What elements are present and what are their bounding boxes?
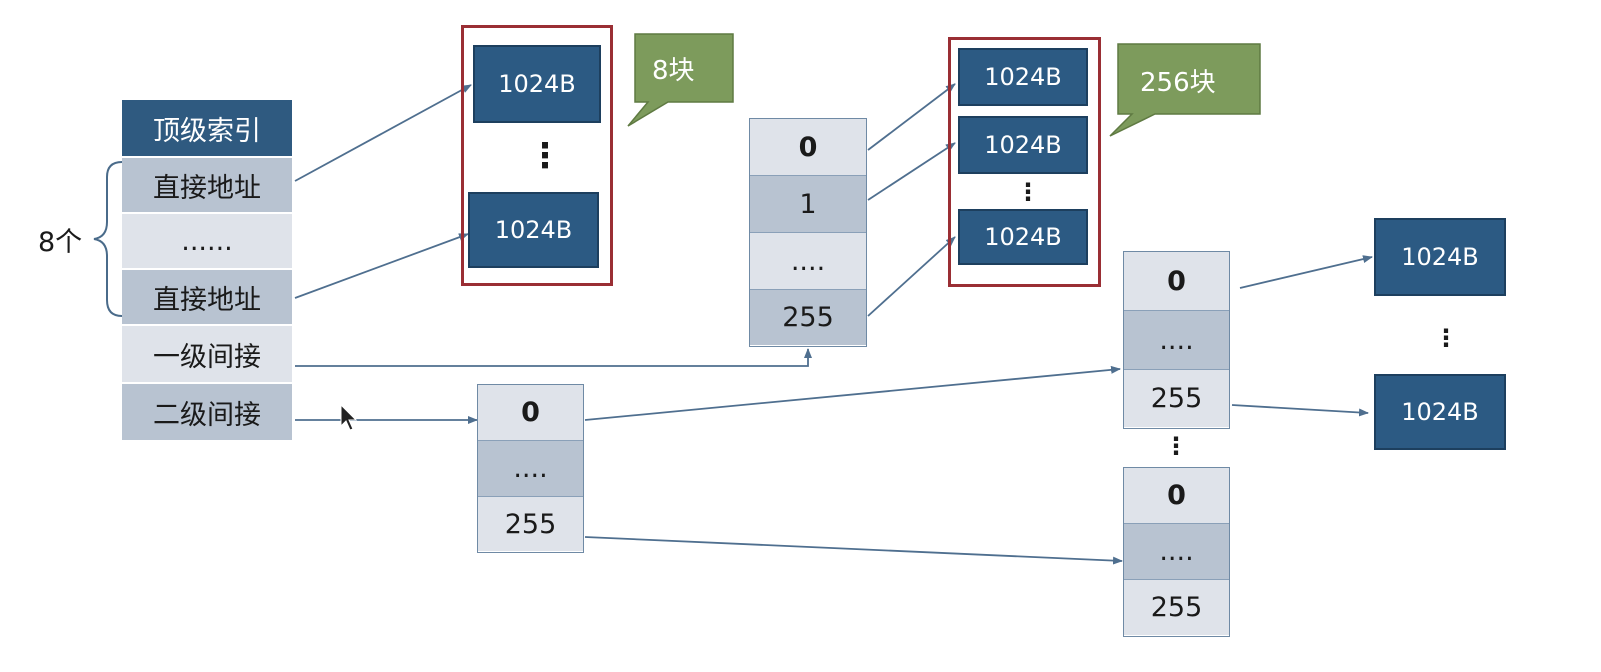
callout-8-blocks-shape xyxy=(627,33,734,127)
double-block-bottom: 1024B xyxy=(1374,374,1506,450)
arrow-direct-8 xyxy=(294,233,469,299)
single-block-1: 1024B xyxy=(958,116,1088,174)
double-index-row-ellipsis: .... xyxy=(478,441,583,497)
arrow-second-0 xyxy=(1239,255,1373,289)
arrow-single-1 xyxy=(867,142,956,201)
inode-title: 顶级索引 xyxy=(122,100,292,156)
double-blocks-ellipsis: ⋮ xyxy=(1434,324,1458,352)
single-block-0: 1024B xyxy=(958,48,1088,106)
double-second-ellipsis: ⋮ xyxy=(1164,432,1188,460)
double-second-top-row-ellipsis: .... xyxy=(1124,311,1229,370)
arrow-double-0 xyxy=(584,365,1121,421)
inode-row-ellipsis: ...... xyxy=(122,214,292,268)
inode-row-direct-first: 直接地址 xyxy=(122,158,292,212)
single-index-row-1: 1 xyxy=(750,176,866,233)
double-second-table-top: 0 .... 255 xyxy=(1123,251,1230,429)
arrow-double-255 xyxy=(584,536,1123,565)
arrow-single-255 xyxy=(867,236,956,317)
single-blocks-group xyxy=(948,37,1101,287)
single-block-255: 1024B xyxy=(958,209,1088,265)
arrow-single-indirect xyxy=(295,348,812,367)
double-second-top-row-0: 0 xyxy=(1124,252,1229,311)
callout-256-blocks-shape xyxy=(1109,43,1261,137)
double-index-row-0: 0 xyxy=(478,385,583,441)
arrow-single-0 xyxy=(867,83,956,151)
single-index-row-0: 0 xyxy=(750,119,866,176)
double-block-top: 1024B xyxy=(1374,218,1506,296)
single-blocks-ellipsis: ⋮ xyxy=(1016,178,1040,206)
arrow-second-255 xyxy=(1231,404,1369,417)
double-second-bottom-row-255: 255 xyxy=(1124,580,1229,635)
double-index-row-255: 255 xyxy=(478,497,583,551)
inode-row-double-indirect: 二级间接 xyxy=(122,384,292,440)
double-second-table-bottom: 0 .... 255 xyxy=(1123,467,1230,637)
callout-256-blocks: 256块 xyxy=(1140,68,1216,98)
direct-count-label: 8个 xyxy=(38,227,83,258)
direct-block-bottom: 1024B xyxy=(468,192,599,268)
cursor-icon xyxy=(340,403,358,431)
inode-row-single-indirect: 一级间接 xyxy=(122,326,292,382)
callout-8-blocks: 8块 xyxy=(652,56,695,86)
double-second-bottom-row-0: 0 xyxy=(1124,468,1229,524)
brace xyxy=(93,161,123,317)
arrow-direct-1 xyxy=(294,84,472,182)
double-second-bottom-row-ellipsis: .... xyxy=(1124,524,1229,580)
single-index-table: 0 1 .... 255 xyxy=(749,118,867,347)
double-index-table: 0 .... 255 xyxy=(477,384,584,553)
double-second-top-row-255: 255 xyxy=(1124,370,1229,427)
direct-blocks-ellipsis: ⋮ xyxy=(528,136,562,176)
single-index-row-255: 255 xyxy=(750,290,866,345)
direct-blocks-group xyxy=(461,25,613,286)
single-index-row-ellipsis: .... xyxy=(750,233,866,290)
inode-row-direct-last: 直接地址 xyxy=(122,270,292,324)
direct-block-top: 1024B xyxy=(473,45,601,123)
